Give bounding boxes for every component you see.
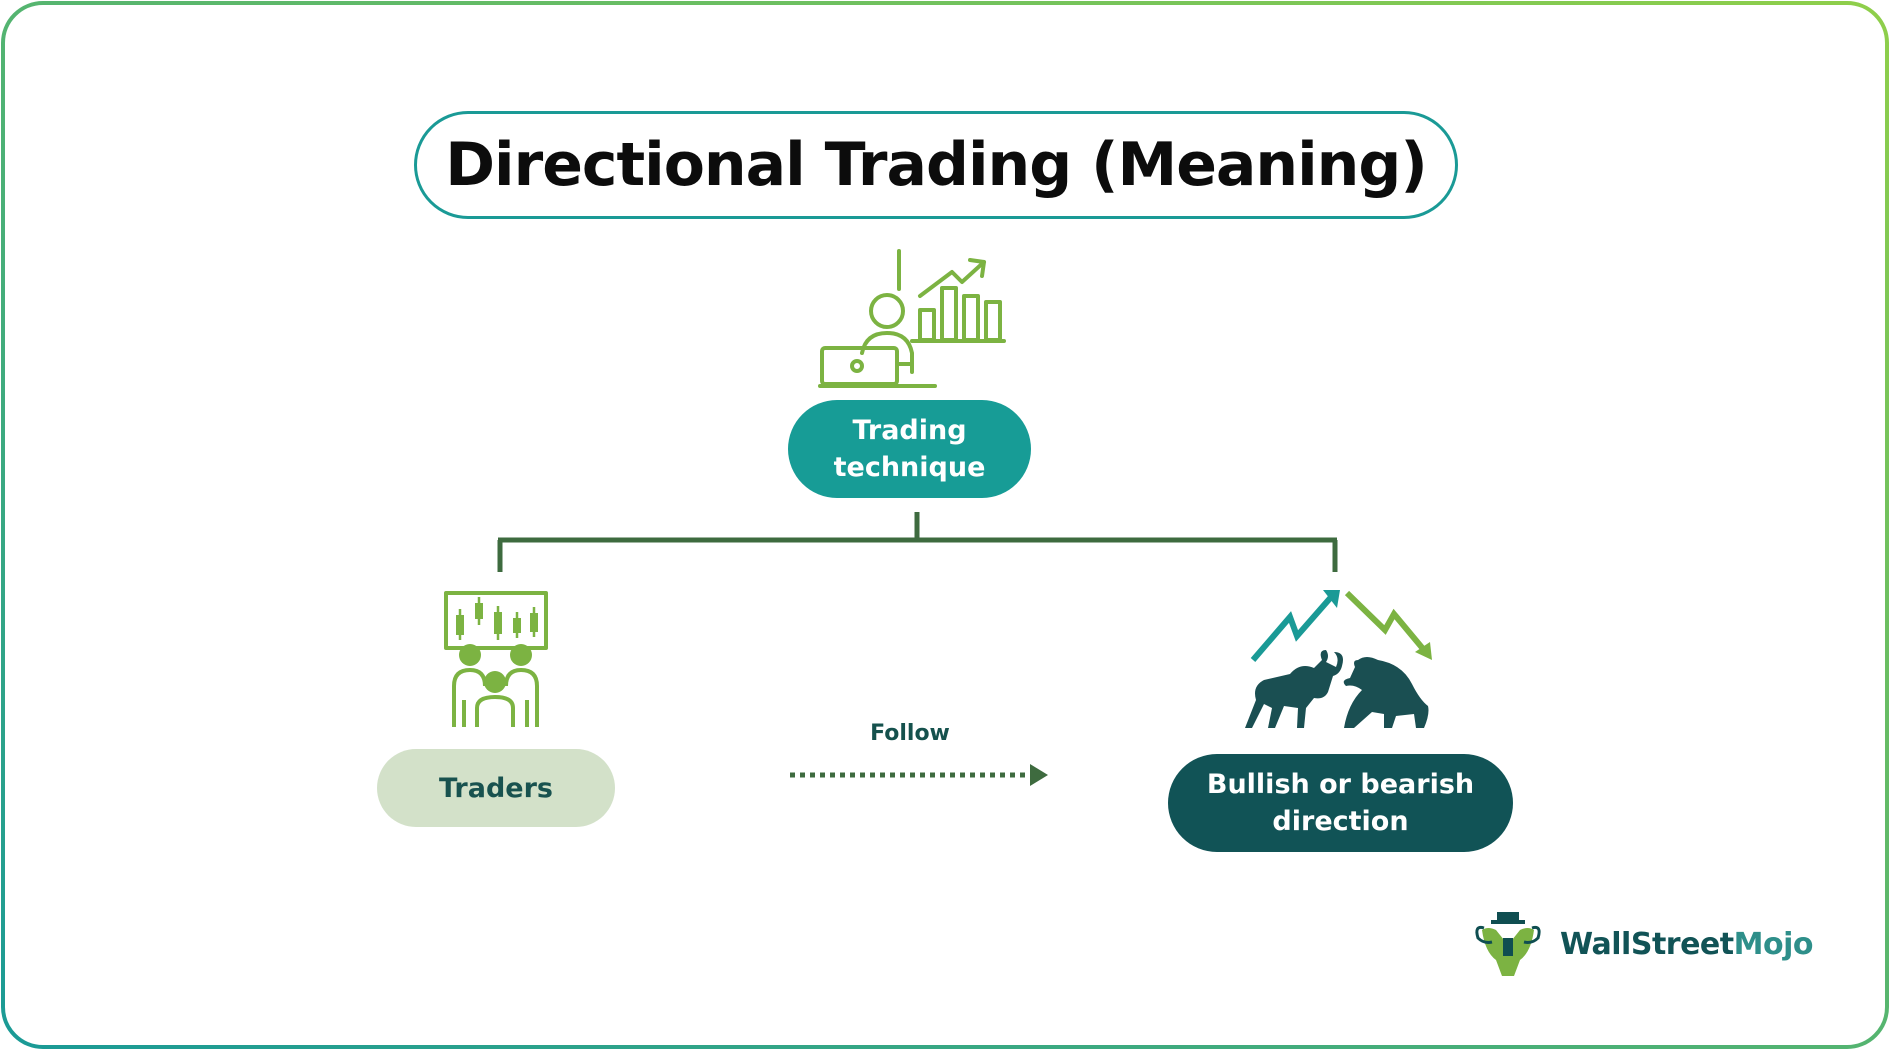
node-bullish-bearish-direction: Bullish or bearish direction	[1168, 754, 1513, 852]
traders-group-candlestick-icon	[444, 591, 548, 727]
tree-connector	[497, 512, 1338, 572]
follow-arrow	[790, 764, 1048, 786]
brand-name-part1: WallStreet	[1560, 926, 1734, 962]
trader-laptop-chart-icon	[818, 249, 1006, 388]
node-traders: Traders	[377, 749, 615, 827]
page-title: Directional Trading (Meaning)	[445, 130, 1428, 200]
node-trading-technique: Trading technique	[788, 400, 1031, 498]
bull-bear-icon	[1245, 590, 1432, 728]
title-box: Directional Trading (Meaning)	[414, 111, 1458, 219]
edge-label-follow: Follow	[870, 720, 950, 746]
brand-name-part2: Mojo	[1733, 926, 1814, 962]
wallstreetmojo-logo-icon	[1475, 912, 1541, 976]
